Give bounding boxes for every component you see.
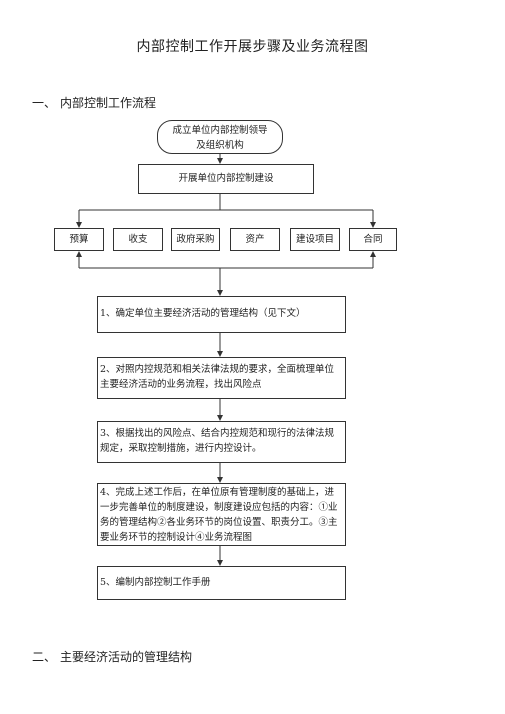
flow-start-node: 成立单位内部控制领导 及组织机构 — [157, 120, 283, 154]
start-line-1: 成立单位内部控制领导 — [172, 125, 268, 136]
flow-step-4: 4、完成上述工作后，在单位原有管理制度的基础上，进一步完善单位的制度建设，制度建… — [97, 483, 346, 546]
start-line-2: 及组织机构 — [196, 140, 244, 151]
section-number: 一、 — [32, 96, 57, 110]
section-number: 二、 — [32, 650, 57, 664]
category-assets: 资产 — [230, 228, 280, 251]
document-title: 内部控制工作开展步骤及业务流程图 — [136, 39, 369, 55]
section-heading-1: 一、内部控制工作流程 — [32, 94, 156, 111]
section-title: 主要经济活动的管理结构 — [60, 650, 193, 664]
flow-step-5: 5、编制内部控制工作手册 — [97, 566, 346, 600]
section-title: 内部控制工作流程 — [60, 96, 157, 110]
category-income-expense: 收支 — [113, 228, 163, 251]
flow-step-2: 2、对照内控规范和相关法律法规的要求，全面梳理单位主要经济活动的业务流程，找出风… — [97, 357, 346, 399]
section-heading-2: 二、主要经济活动的管理结构 — [32, 648, 192, 665]
category-budget: 预算 — [54, 228, 104, 251]
flow-step-1: 1、确定单位主要经济活动的管理结构（见下文） — [97, 296, 346, 333]
category-contract: 合同 — [349, 228, 397, 251]
category-construction: 建设项目 — [290, 228, 340, 251]
category-procurement: 政府采购 — [171, 228, 220, 251]
flow-step-3: 3、根据找出的风险点、结合内控规范和现行的法律法规规定，采取控制措施，进行内控设… — [97, 421, 346, 463]
flow-build-node: 开展单位内部控制建设 — [138, 164, 314, 194]
